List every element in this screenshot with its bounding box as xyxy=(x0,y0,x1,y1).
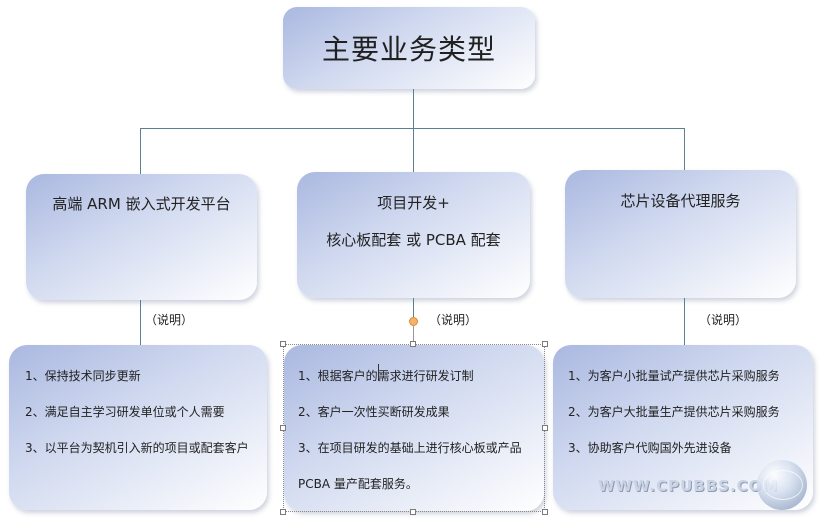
detail-item: 1、为客户小批量试产提供芯片采购服务 xyxy=(568,369,780,383)
connector-left-lower xyxy=(140,300,141,345)
detail-item: 3、以平台为契机引入新的项目或配套客户 xyxy=(25,441,249,455)
connector-middle-lower xyxy=(413,298,414,317)
detail-item: 1、保持技术同步更新 xyxy=(25,369,141,383)
detail-item: 2、为客户大批量生产提供芯片采购服务 xyxy=(568,405,780,419)
resize-handle-top-left[interactable] xyxy=(280,341,286,347)
branch-node-project-dev: 项目开发+ 核心板配套 或 PCBA 配套 xyxy=(297,172,530,298)
watermark-text: WWW.CPUBBS.COM xyxy=(598,477,779,495)
branch-note: （说明） xyxy=(145,313,194,327)
resize-handle-middle-left[interactable] xyxy=(280,425,286,431)
text-cursor xyxy=(378,364,379,381)
resize-handle-middle-right[interactable] xyxy=(542,425,548,431)
branch-title: 项目开发+ xyxy=(377,194,450,212)
connector-right-lower xyxy=(684,298,685,345)
detail-item: 2、客户一次性买断研发成果 xyxy=(298,405,450,419)
connector-middle-down xyxy=(413,128,414,172)
resize-handle-top-right[interactable] xyxy=(542,341,548,347)
rotation-handle[interactable] xyxy=(409,317,418,326)
branch-title-line2: 核心板配套 或 PCBA 配套 xyxy=(326,231,501,249)
detail-node-project-dev[interactable]: 1、根据客户的需求进行研发订制 2、客户一次性买断研发成果 3、在项目研发的基础… xyxy=(284,345,544,511)
rotation-handle-stem xyxy=(413,326,414,343)
root-title: 主要业务类型 xyxy=(321,33,496,66)
detail-item: 3、在项目研发的基础上进行核心板或产品 xyxy=(298,441,522,455)
resize-handle-bottom-right[interactable] xyxy=(542,509,548,515)
detail-item: 2、满足自主学习研发单位或个人需要 xyxy=(25,405,225,419)
branch-node-chip-agency: 芯片设备代理服务 xyxy=(565,170,796,298)
selection-frame xyxy=(283,344,545,512)
globe-icon xyxy=(757,460,807,510)
branch-note: （说明） xyxy=(429,313,478,327)
connector-root-down xyxy=(413,89,414,128)
resize-handle-bottom-center[interactable] xyxy=(410,509,416,515)
detail-node-arm-platform: 1、保持技术同步更新 2、满足自主学习研发单位或个人需要 3、以平台为契机引入新… xyxy=(9,345,267,510)
resize-handle-top-center[interactable] xyxy=(410,341,416,347)
detail-item: PCBA 量产配套服务。 xyxy=(298,477,418,491)
resize-handle-bottom-left[interactable] xyxy=(280,509,286,515)
branch-note: （说明） xyxy=(699,313,748,327)
connector-right-down xyxy=(684,128,685,170)
detail-item: 1、根据客户的需求进行研发订制 xyxy=(298,369,474,383)
detail-item: 3、协助客户代购国外先进设备 xyxy=(568,441,732,455)
connector-left-down xyxy=(140,128,141,174)
root-node: 主要业务类型 xyxy=(283,7,535,89)
connector-horizontal xyxy=(140,128,685,129)
branch-node-arm-platform: 高端 ARM 嵌入式开发平台 xyxy=(26,174,257,300)
branch-title: 芯片设备代理服务 xyxy=(620,192,741,210)
branch-title: 高端 ARM 嵌入式开发平台 xyxy=(52,195,231,213)
